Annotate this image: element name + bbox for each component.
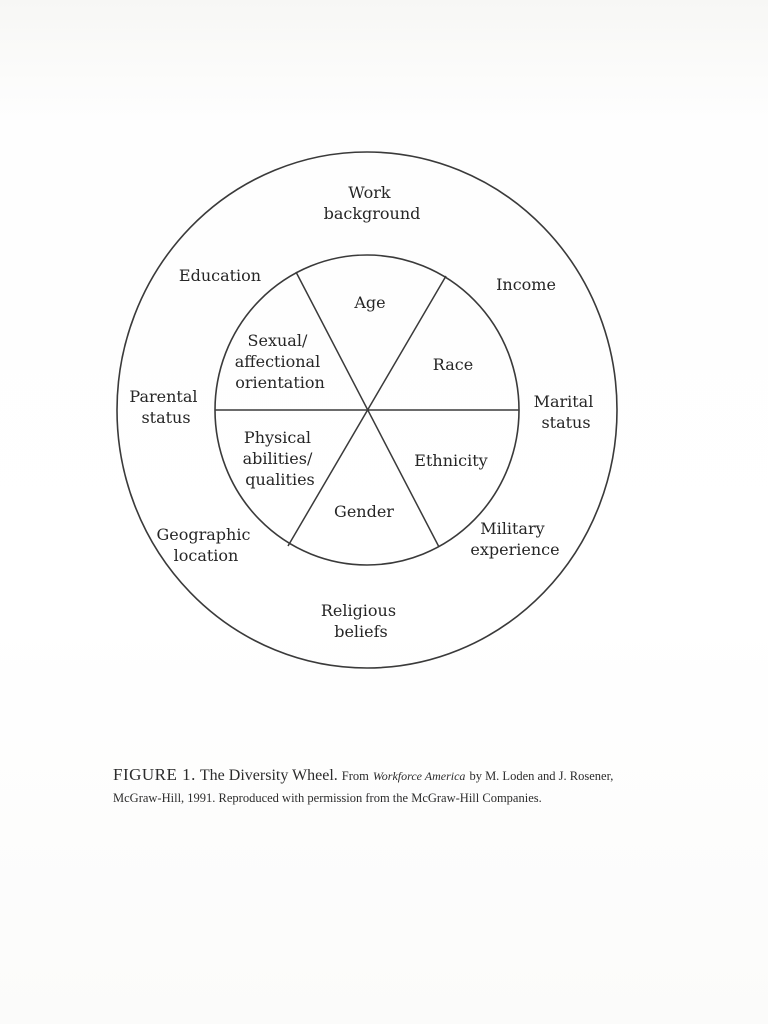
label-geographic-location: Geographic location [156, 525, 255, 565]
label-marital-status: Marital status [534, 392, 599, 432]
figure-title: The Diversity Wheel. [199, 767, 338, 784]
caption-line-2: McGraw-Hill, 1991. Reproduced with permi… [113, 791, 542, 805]
credit-suffix: by M. Loden and J. Rosener, [469, 769, 614, 783]
figure-number: FIGURE 1. [113, 765, 196, 784]
label-military-experience: Military experience [470, 519, 559, 559]
label-religious-beliefs: Religious beliefs [321, 601, 401, 641]
credit-prefix: From [341, 769, 369, 783]
diagonal-divider-2 [287, 275, 447, 547]
label-gender: Gender [334, 502, 394, 521]
label-ethnicity: Ethnicity [414, 451, 487, 470]
caption-line-1: FIGURE 1. The Diversity Wheel. From Work… [113, 764, 673, 787]
label-education: Education [179, 266, 261, 285]
label-age: Age [353, 293, 385, 312]
label-work-background: Work background [324, 183, 421, 223]
figure-caption: FIGURE 1. The Diversity Wheel. From Work… [113, 764, 673, 809]
label-sexual-orientation: Sexual/ affectional orientation [235, 331, 326, 392]
label-parental-status: Parental status [129, 387, 202, 427]
label-race: Race [433, 355, 473, 374]
book-title: Workforce America [372, 769, 466, 783]
label-physical-abilities: Physical abilities/ qualities [243, 428, 318, 489]
outer-circle [116, 151, 618, 669]
label-income: Income [496, 275, 556, 294]
